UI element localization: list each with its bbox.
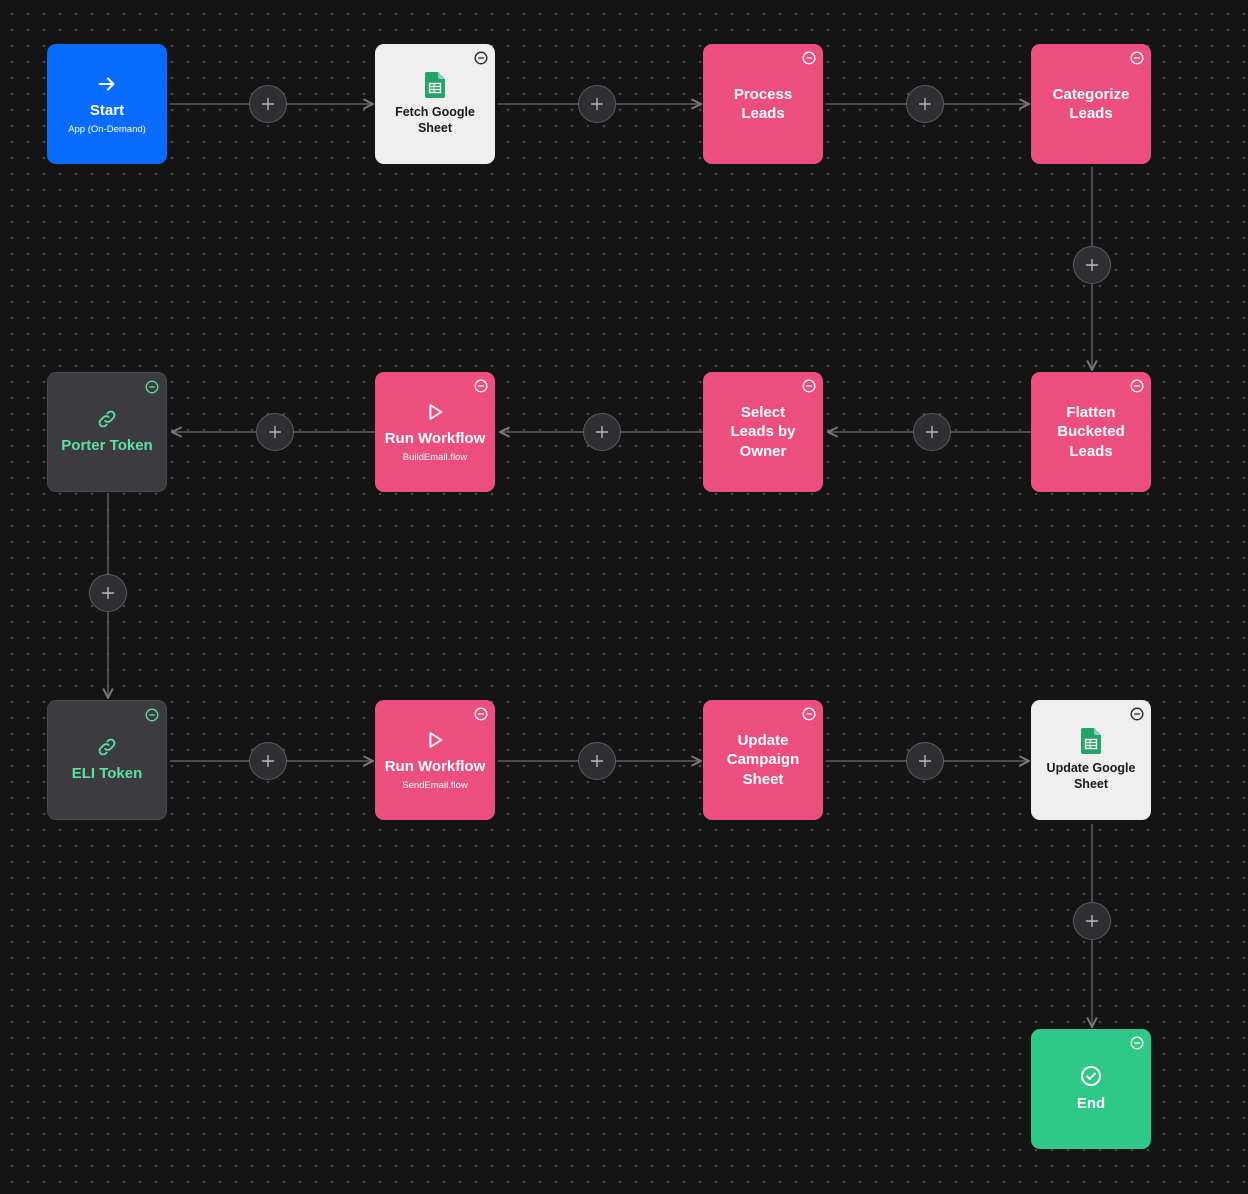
add-step-button[interactable] bbox=[583, 413, 621, 451]
plus-icon bbox=[926, 426, 938, 438]
node-title: Run Workflow bbox=[384, 758, 486, 776]
node-title: Start bbox=[89, 102, 125, 120]
minus-circle-icon[interactable] bbox=[802, 51, 816, 65]
minus-circle-icon[interactable] bbox=[802, 379, 816, 393]
play-icon bbox=[429, 404, 443, 421]
node-start[interactable]: Start App (On-Demand) bbox=[47, 44, 167, 164]
node-subtitle: SendEmail.flow bbox=[402, 779, 468, 791]
node-title: Run Workflow bbox=[384, 430, 486, 448]
node-subtitle: BuildEmail.flow bbox=[402, 451, 468, 463]
check-circle-icon bbox=[1081, 1066, 1101, 1087]
node-subtitle: App (On-Demand) bbox=[68, 123, 146, 135]
node-porter-token[interactable]: Porter Token bbox=[47, 372, 167, 492]
node-title: Categorize Leads bbox=[1052, 85, 1130, 123]
plus-icon bbox=[269, 426, 281, 438]
add-step-button[interactable] bbox=[249, 85, 287, 123]
node-process-leads[interactable]: Process Leads bbox=[703, 44, 823, 164]
add-step-button[interactable] bbox=[256, 413, 294, 451]
add-step-button[interactable] bbox=[906, 742, 944, 780]
link-icon bbox=[98, 738, 116, 756]
node-update-google-sheet[interactable]: Update Google Sheet bbox=[1031, 700, 1151, 820]
minus-circle-icon[interactable] bbox=[474, 379, 488, 393]
plus-icon bbox=[596, 426, 608, 438]
plus-icon bbox=[919, 755, 931, 767]
minus-circle-icon[interactable] bbox=[474, 51, 488, 65]
node-categorize-leads[interactable]: Categorize Leads bbox=[1031, 44, 1151, 164]
arrow-right-icon bbox=[98, 77, 115, 91]
add-step-button[interactable] bbox=[906, 85, 944, 123]
plus-icon bbox=[1086, 259, 1098, 271]
google-sheets-icon bbox=[425, 72, 445, 98]
play-icon bbox=[429, 732, 443, 749]
node-title: Update Campaign Sheet bbox=[726, 731, 800, 788]
plus-icon bbox=[919, 98, 931, 110]
node-flatten-bucketed-leads[interactable]: Flatten Bucketed Leads bbox=[1031, 372, 1151, 492]
minus-circle-icon[interactable] bbox=[1130, 51, 1144, 65]
add-step-button[interactable] bbox=[913, 413, 951, 451]
node-title: Update Google Sheet bbox=[1046, 761, 1136, 791]
node-title: End bbox=[1076, 1095, 1106, 1113]
minus-circle-icon[interactable] bbox=[1130, 1036, 1144, 1050]
node-update-campaign-sheet[interactable]: Update Campaign Sheet bbox=[703, 700, 823, 820]
minus-circle-icon[interactable] bbox=[474, 707, 488, 721]
minus-circle-icon[interactable] bbox=[145, 380, 159, 394]
plus-icon bbox=[1086, 915, 1098, 927]
node-eli-token[interactable]: ELI Token bbox=[47, 700, 167, 820]
google-sheets-icon bbox=[1081, 728, 1101, 754]
add-step-button[interactable] bbox=[578, 742, 616, 780]
plus-icon bbox=[591, 755, 603, 767]
node-title: Porter Token bbox=[61, 437, 153, 455]
plus-icon bbox=[262, 755, 274, 767]
node-title: Flatten Bucketed Leads bbox=[1057, 403, 1125, 460]
add-step-button[interactable] bbox=[89, 574, 127, 612]
node-title: ELI Token bbox=[71, 765, 143, 783]
node-title: Select Leads by Owner bbox=[730, 403, 796, 460]
minus-circle-icon[interactable] bbox=[1130, 707, 1144, 721]
node-run-workflow-send-email[interactable]: Run Workflow SendEmail.flow bbox=[375, 700, 495, 820]
node-end[interactable]: End bbox=[1031, 1029, 1151, 1149]
add-step-button[interactable] bbox=[578, 85, 616, 123]
add-step-button[interactable] bbox=[1073, 246, 1111, 284]
minus-circle-icon[interactable] bbox=[802, 707, 816, 721]
node-fetch-google-sheet[interactable]: Fetch Google Sheet bbox=[375, 44, 495, 164]
minus-circle-icon[interactable] bbox=[145, 708, 159, 722]
minus-circle-icon[interactable] bbox=[1130, 379, 1144, 393]
node-title: Process Leads bbox=[733, 85, 793, 123]
node-title: Fetch Google Sheet bbox=[395, 105, 475, 135]
plus-icon bbox=[591, 98, 603, 110]
link-icon bbox=[98, 410, 116, 428]
node-select-leads-by-owner[interactable]: Select Leads by Owner bbox=[703, 372, 823, 492]
add-step-button[interactable] bbox=[1073, 902, 1111, 940]
node-run-workflow-build-email[interactable]: Run Workflow BuildEmail.flow bbox=[375, 372, 495, 492]
add-step-button[interactable] bbox=[249, 742, 287, 780]
plus-icon bbox=[102, 587, 114, 599]
plus-icon bbox=[262, 98, 274, 110]
